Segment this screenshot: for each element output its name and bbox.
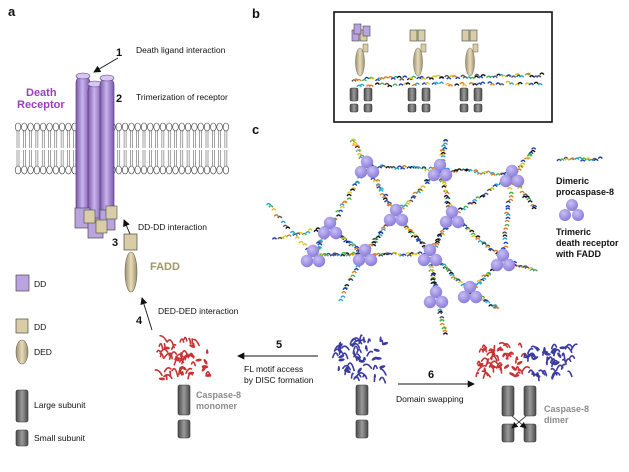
- legend-receptor-dd-swatch: [15, 274, 30, 292]
- legend-procaspase-label-1: Dimeric: [556, 176, 589, 186]
- step-6-number: 6: [428, 369, 434, 381]
- caspase-dimer-label-2: dimer: [544, 415, 569, 425]
- step-1-label: Death ligand interaction: [136, 45, 226, 55]
- blue-protein-structure: [331, 334, 389, 384]
- legend-trimer-label-2: death receptor: [556, 238, 619, 248]
- legend-fadd-dd-swatch: [15, 318, 29, 334]
- step-3-arrow: [123, 219, 131, 235]
- fadd-label: FADD: [150, 261, 180, 273]
- dimer-protein-structure: [475, 342, 578, 382]
- fadd-ded-oval: [124, 251, 138, 293]
- step-6-label: Domain swapping: [396, 394, 464, 404]
- step-1-arrow: [93, 57, 119, 73]
- legend-ded-swatch: [15, 339, 29, 365]
- legend-c: Dimeric procaspase-8 Trimeric death rece…: [555, 156, 619, 259]
- panel-a-label: a: [8, 4, 16, 19]
- panel-b-disc-chain: [349, 23, 545, 113]
- panel-b-label: b: [252, 6, 260, 21]
- panel-b-frame: [333, 11, 553, 123]
- monomer-protein-structure: [154, 334, 212, 381]
- step-1-number: 1: [116, 47, 122, 59]
- step-2-label: Trimerization of receptor: [136, 92, 228, 102]
- step-5-number: 5: [276, 339, 282, 351]
- death-receptor-trimer: [74, 72, 118, 239]
- legend-trimer-label-1: Trimeric: [556, 227, 591, 237]
- caspase-8-monomer: Caspase-8 monomer: [154, 334, 241, 439]
- legend-fadd-dd-label: DD: [34, 322, 46, 332]
- legend-large-subunit-label: Large subunit: [34, 400, 86, 410]
- caspase-monomer-label-2: monomer: [196, 401, 238, 411]
- step-3-number: 3: [112, 237, 118, 249]
- panel-c-label: c: [252, 122, 259, 137]
- legend-ded-label: DED: [34, 347, 52, 357]
- legend-left: DD DD DED Large subunit Small subunit: [15, 274, 86, 447]
- cell-membrane: [14, 122, 229, 175]
- legend-small-subunit-swatch: [15, 429, 29, 447]
- step-4-arrow: [140, 297, 153, 331]
- caspase-dimer-label-1: Caspase-8: [544, 404, 589, 414]
- legend-small-subunit-label: Small subunit: [34, 433, 86, 443]
- step-2-number: 2: [116, 93, 122, 105]
- step-4-number: 4: [136, 315, 143, 327]
- death-receptor-label-1: Death: [26, 87, 57, 99]
- step-3-label: DD-DD interaction: [138, 222, 207, 232]
- fadd-dd-box: [123, 233, 138, 251]
- step-4-label: DED-DED interaction: [158, 306, 239, 316]
- caspase-8-blue-monomer: [331, 334, 389, 439]
- death-receptor-label-2: Receptor: [17, 99, 65, 111]
- legend-receptor-dd-label: DD: [34, 279, 46, 289]
- caspase-8-dimer: Caspase-8 dimer: [475, 342, 589, 443]
- legend-trimer-label-3: with FADD: [555, 249, 601, 259]
- legend-procaspase-icon: [556, 156, 603, 162]
- step-5-label-1: FL motif access: [244, 364, 303, 374]
- legend-procaspase-label-2: procaspase-8: [556, 187, 614, 197]
- caspase-monomer-label-1: Caspase-8: [196, 390, 241, 400]
- step-5-label-2: by DISC formation: [244, 375, 314, 385]
- legend-trimer-icon: [559, 199, 584, 221]
- panel-c-disc-network: [266, 138, 538, 335]
- legend-large-subunit-swatch: [15, 389, 29, 423]
